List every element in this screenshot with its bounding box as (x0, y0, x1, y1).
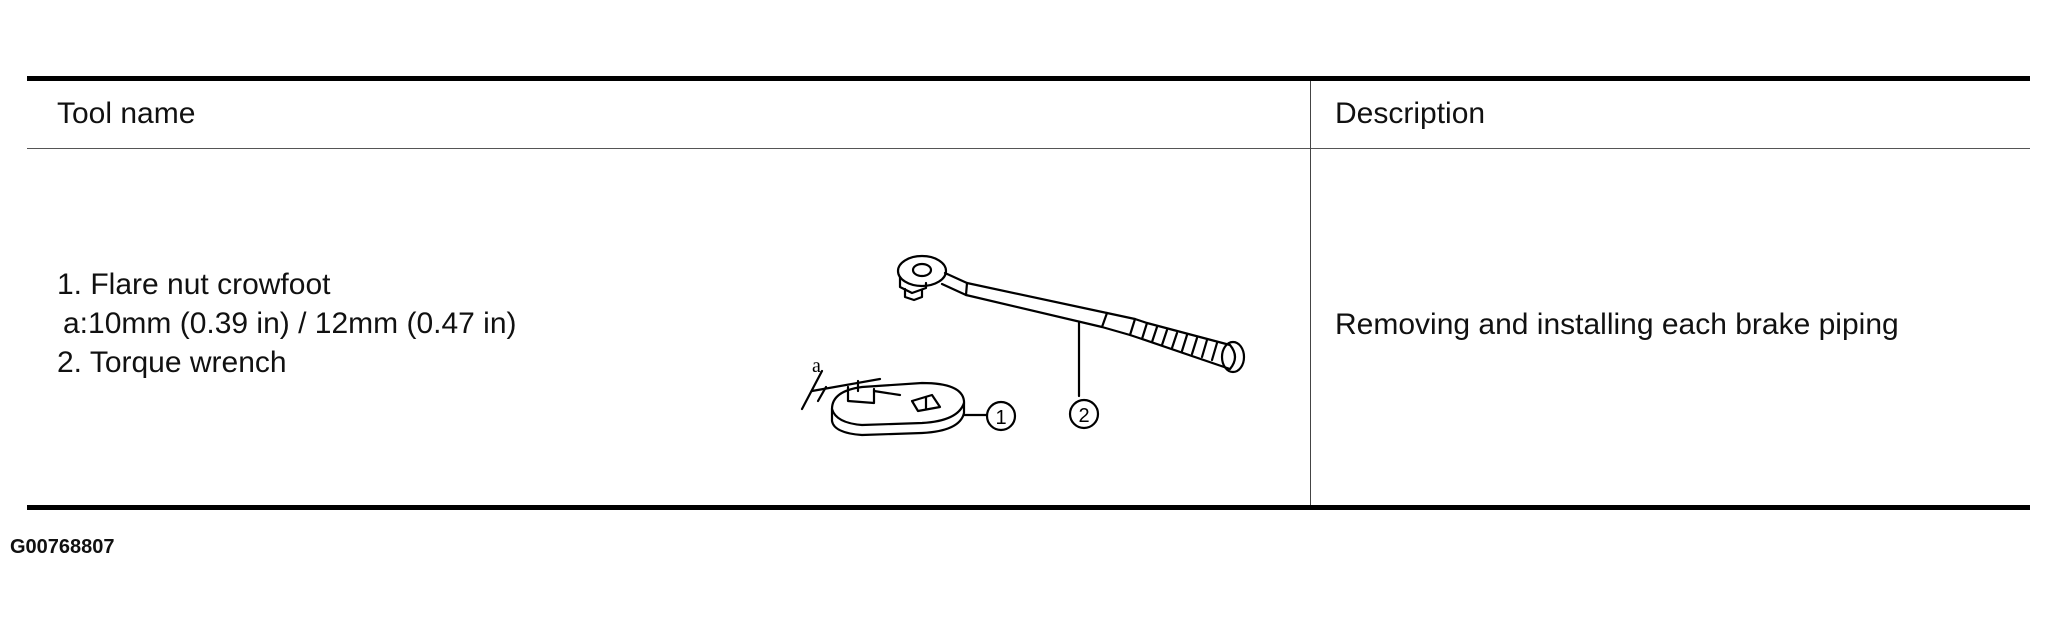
tool-line-3: 2. Torque wrench (57, 346, 287, 379)
tool-line-2: a:10mm (0.39 in) / 12mm (0.47 in) (63, 307, 517, 340)
callout-2-label: 2 (1078, 405, 1089, 427)
callout-1-label: 1 (995, 407, 1006, 429)
figure-id: G00768807 (10, 536, 115, 558)
special-tool-table: Tool name Description 1. Flare nut crowf… (27, 76, 2030, 510)
crowfoot-drawing (800, 369, 1017, 437)
column-divider (1310, 81, 1311, 505)
description-header: Description (1335, 97, 1486, 130)
tool-name-header: Tool name (57, 97, 196, 130)
tool-line-1: 1. Flare nut crowfoot (57, 268, 331, 301)
tool-name-cell: 1. Flare nut crowfoot a:10mm (0.39 in) /… (57, 265, 517, 382)
dimension-label: a (812, 355, 821, 377)
table-header-row: Tool name Description (27, 81, 2030, 149)
torque-wrench-drawing (896, 254, 1246, 430)
description-cell: Removing and installing each brake pipin… (1335, 308, 1899, 341)
tool-illustration: a 1 2 (800, 254, 1246, 437)
